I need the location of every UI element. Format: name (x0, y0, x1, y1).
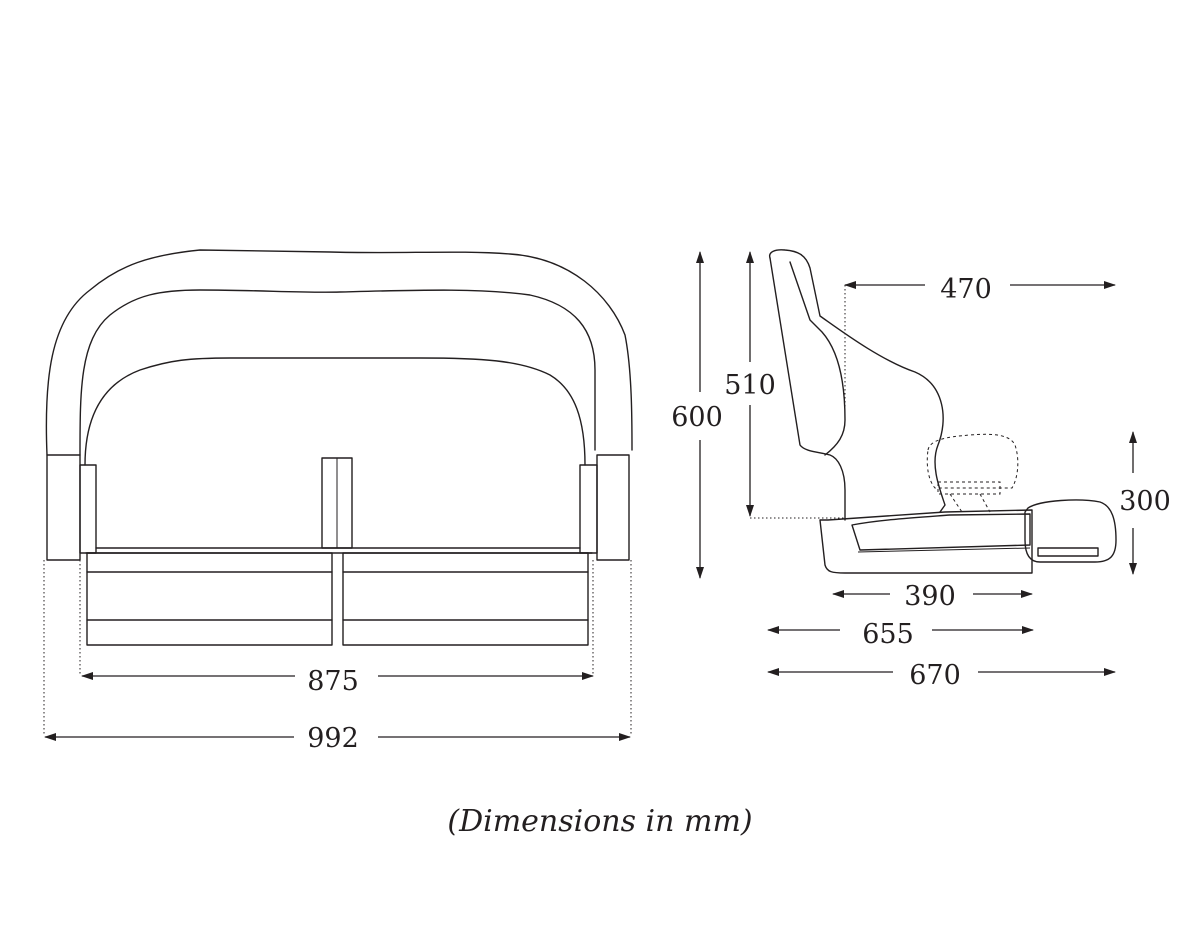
dim-670-label: 670 (909, 660, 961, 691)
front-view (43, 249, 633, 735)
side-seat-base (819, 509, 1033, 574)
side-backrest (768, 249, 946, 513)
dim-670: 670 (767, 660, 1116, 691)
side-backrest-inner (789, 261, 846, 456)
side-armrest (1024, 499, 1117, 563)
dim-655-label: 655 (862, 619, 914, 650)
dim-470-label: 470 (940, 274, 992, 305)
front-right-cushion (342, 552, 589, 646)
side-seat-cushion (851, 513, 1031, 551)
dim-390-label: 390 (904, 581, 956, 612)
dim-875: 875 (81, 666, 594, 697)
front-seat-opening (84, 357, 586, 466)
dim-992: 992 (44, 723, 631, 754)
front-backrest-inner (79, 289, 596, 456)
dim-600-label: 600 (671, 402, 723, 433)
side-view (750, 249, 1117, 574)
front-left-side-panel (79, 464, 97, 554)
dim-992-label: 992 (307, 723, 359, 754)
front-left-bolster (46, 454, 81, 561)
side-armrest-folded (926, 433, 1019, 489)
front-backrest-outer (45, 249, 633, 456)
dim-655: 655 (767, 619, 1034, 650)
front-left-cushion (86, 552, 333, 646)
side-backrest-front (769, 257, 846, 521)
front-right-bolster (596, 454, 630, 561)
dim-510: 510 (724, 251, 776, 517)
dim-300: 300 (1119, 431, 1171, 575)
caption: (Dimensions in mm) (447, 804, 753, 839)
dim-300-label: 300 (1119, 486, 1171, 517)
dim-600: 600 (671, 251, 723, 579)
dim-875-label: 875 (307, 666, 359, 697)
dim-510-label: 510 (724, 370, 776, 401)
front-right-side-panel (579, 464, 598, 554)
dim-470: 470 (844, 274, 1116, 305)
dim-390: 390 (832, 581, 1033, 612)
side-armrest-pad (1037, 547, 1099, 557)
